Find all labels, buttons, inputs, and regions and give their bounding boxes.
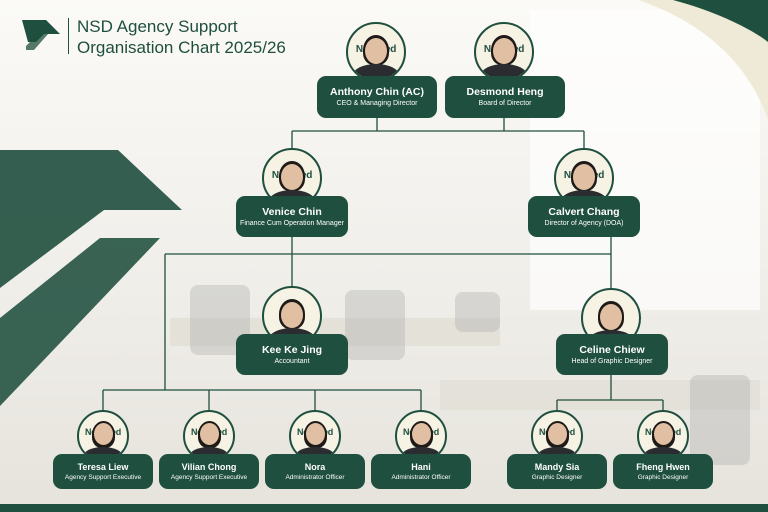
avatar-face: [306, 423, 325, 445]
avatar-face: [365, 38, 387, 64]
person-role: Board of Director: [449, 100, 561, 108]
person-name: Fheng Hwen: [617, 462, 709, 473]
avatar-face: [573, 164, 595, 190]
person-card: Fheng Hwen Graphic Designer: [613, 454, 713, 489]
person-role: Agency Support Executive: [163, 474, 255, 482]
person-role: CEO & Managing Director: [321, 100, 433, 108]
avatar-face: [412, 423, 431, 445]
person-role: Graphic Designer: [511, 474, 603, 482]
person-card: Mandy Sia Graphic Designer: [507, 454, 607, 489]
avatar-face: [200, 423, 219, 445]
person-name: Venice Chin: [240, 206, 344, 219]
person-card: Calvert Chang Director of Agency (DOA): [528, 196, 640, 237]
person-card: Desmond Heng Board of Director: [445, 76, 565, 118]
person-card: Anthony Chin (AC) CEO & Managing Directo…: [317, 76, 437, 118]
person-card: Celine Chiew Head of Graphic Designer: [556, 334, 668, 375]
person-role: Administrator Officer: [269, 474, 361, 482]
person-role: Accountant: [240, 358, 344, 366]
person-name: Celine Chiew: [560, 344, 664, 357]
person-card: Nora Administrator Officer: [265, 454, 365, 489]
person-name: Teresa Liew: [57, 462, 149, 473]
person-name: Nora: [269, 462, 361, 473]
avatar: NexSeed: [346, 22, 406, 82]
person-name: Kee Ke Jing: [240, 344, 344, 357]
avatar-face: [600, 304, 622, 330]
person-card: Teresa Liew Agency Support Executive: [53, 454, 153, 489]
person-card: Hani Administrator Officer: [371, 454, 471, 489]
bottom-bar: [0, 504, 768, 512]
avatar-face: [548, 423, 567, 445]
person-name: Vilian Chong: [163, 462, 255, 473]
person-name: Desmond Heng: [449, 86, 561, 99]
avatar: NexSeed: [474, 22, 534, 82]
person-role: Agency Support Executive: [57, 474, 149, 482]
avatar-face: [493, 38, 515, 64]
person-role: Director of Agency (DOA): [532, 220, 636, 228]
avatar-face: [94, 423, 113, 445]
person-name: Mandy Sia: [511, 462, 603, 473]
avatar-face: [281, 164, 303, 190]
person-role: Finance Cum Operation Manager: [240, 220, 344, 228]
person-name: Anthony Chin (AC): [321, 86, 433, 99]
person-role: Graphic Designer: [617, 474, 709, 482]
person-card: Kee Ke Jing Accountant: [236, 334, 348, 375]
person-role: Head of Graphic Designer: [560, 358, 664, 366]
person-card: Vilian Chong Agency Support Executive: [159, 454, 259, 489]
person-name: Hani: [375, 462, 467, 473]
person-name: Calvert Chang: [532, 206, 636, 219]
avatar-face: [654, 423, 673, 445]
avatar-face: [281, 302, 303, 328]
person-role: Administrator Officer: [375, 474, 467, 482]
person-card: Venice Chin Finance Cum Operation Manage…: [236, 196, 348, 237]
